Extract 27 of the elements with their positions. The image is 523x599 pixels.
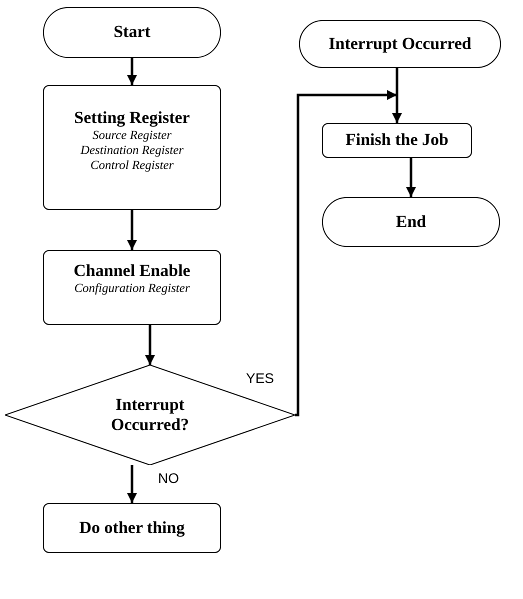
node-title: Start [114, 22, 150, 43]
terminal-box [43, 7, 221, 58]
arrow [127, 465, 137, 503]
process-box [43, 503, 221, 553]
process-box [322, 123, 472, 158]
terminal-box [299, 20, 501, 68]
node-title: Setting Register [74, 108, 190, 128]
decision-diamond [5, 365, 295, 465]
arrow [145, 325, 155, 365]
node-title: Finish the Job [346, 130, 448, 151]
node-title: Channel Enable [74, 261, 190, 282]
arrow [294, 90, 397, 416]
arrow [127, 210, 137, 250]
node-detail: Configuration Register [73, 281, 191, 296]
node-title: Interrupt Occurred? [110, 394, 190, 436]
terminal-box [322, 197, 500, 247]
edge-label: YES [245, 370, 276, 386]
arrow [406, 158, 416, 197]
node-detail: Source Register Destination Register Control Register [79, 128, 185, 174]
node-title: Do other thing [79, 518, 185, 538]
process-box [43, 250, 221, 325]
process-box [43, 85, 221, 210]
arrow [392, 68, 402, 123]
edge-label: NO [157, 470, 180, 486]
node-title: End [396, 212, 426, 232]
arrow [127, 58, 137, 85]
node-title: Interrupt Occurred [328, 34, 472, 54]
